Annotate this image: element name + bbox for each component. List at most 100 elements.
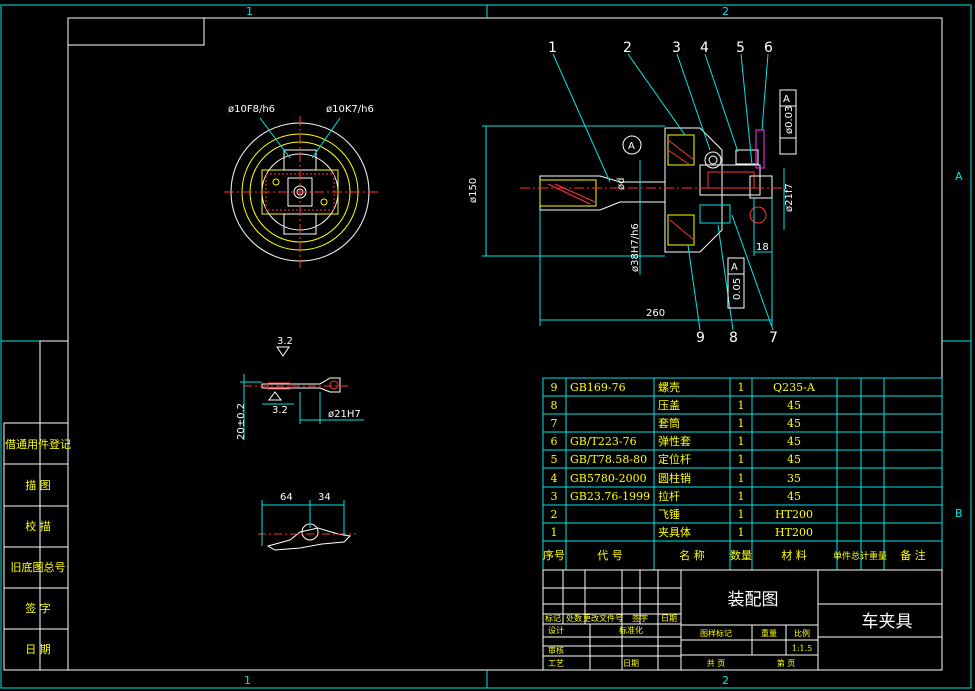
bom-material: Q235-A xyxy=(773,381,816,394)
bom-header-code: 代 号 xyxy=(597,549,623,562)
side-cell-3: 旧底图总号 xyxy=(11,560,66,574)
label-ratio: 比例 xyxy=(794,628,810,638)
bom-material: 35 xyxy=(787,472,801,485)
bom-rows: 9 GB169-76 螺壳 1 Q235-A 8 压盖 1 45 7 套筒 1 … xyxy=(551,380,816,539)
bom-qty: 1 xyxy=(738,472,745,485)
title-block xyxy=(542,569,943,671)
side-column xyxy=(3,340,69,671)
label-sheets: 共 页 xyxy=(707,659,726,668)
bom-material: HT200 xyxy=(775,508,813,521)
bom-row: 5 GB/T78.58-80 定位杆 1 45 xyxy=(551,452,802,466)
bom-no: 6 xyxy=(551,435,558,448)
assembly-view xyxy=(482,53,797,331)
bom-no: 8 xyxy=(551,399,558,412)
bom-material: 45 xyxy=(787,435,801,448)
bom-code: GB5780-2000 xyxy=(570,472,647,485)
datum-a-top: A xyxy=(783,94,790,105)
dim-150: ø150 xyxy=(468,178,479,203)
bom-no: 7 xyxy=(551,417,558,430)
balloon-3: 3 xyxy=(672,40,681,56)
balloon-7: 7 xyxy=(769,330,778,346)
bom-code: GB169-76 xyxy=(570,381,626,394)
zone-top-1: 1 xyxy=(246,5,253,18)
datum-a-bottom: A xyxy=(731,262,738,273)
bom-header-name: 名 称 xyxy=(679,548,705,562)
detail-lever xyxy=(258,500,356,551)
bom-qty: 1 xyxy=(738,399,745,412)
datum-a-circle: A xyxy=(628,141,635,152)
part-name-title: 车夹具 xyxy=(862,612,913,632)
bom-name: 夹具体 xyxy=(658,525,691,539)
bom-row: 9 GB169-76 螺壳 1 Q235-A xyxy=(551,380,816,394)
rev-label-date: 日期 xyxy=(661,614,677,623)
balloon-8: 8 xyxy=(729,330,738,346)
bom-no: 1 xyxy=(551,526,558,539)
bom-no: 9 xyxy=(551,381,558,394)
bom-material: 45 xyxy=(787,417,801,430)
bom-qty: 1 xyxy=(738,490,745,503)
bom-row: 1 夹具体 1 HT200 xyxy=(551,525,813,539)
zone-marks xyxy=(0,4,972,689)
bom-header-row: 序号 代 号 名 称 数量 材 料 单件总计重量 备 注 xyxy=(543,548,926,562)
label-date: 日期 xyxy=(623,659,639,668)
bom-row: 3 GB23.76-1999 拉杆 1 45 xyxy=(551,489,802,503)
zone-bottom-2: 2 xyxy=(722,674,729,687)
rev-label-sign: 签字 xyxy=(632,613,648,623)
title-block-labels: 标记 处数 更改文件号 签字 日期 设计 标准化 审核 工艺 日期 图样标记 重… xyxy=(545,613,812,668)
bom-code: GB/T223-76 xyxy=(570,435,637,448)
bom-header-qty: 数量 xyxy=(730,549,752,562)
bom-name: 压盖 xyxy=(658,398,680,412)
bom-material: HT200 xyxy=(775,526,813,539)
end-view xyxy=(224,116,378,268)
bom-no: 3 xyxy=(551,490,558,503)
rough-top: 3.2 xyxy=(277,336,293,347)
side-cell-1: 描 图 xyxy=(25,478,51,492)
bom-name: 套筒 xyxy=(658,416,680,430)
bom-name: 飞锤 xyxy=(658,507,680,521)
label-stage-mark: 图样标记 xyxy=(700,628,732,638)
rev-label-doc: 更改文件号 xyxy=(583,613,623,623)
bom-row: 6 GB/T223-76 弹性套 1 45 xyxy=(551,434,802,448)
detail-rod xyxy=(240,346,364,440)
dim-18: 18 xyxy=(756,242,769,253)
rev-label-mark: 标记 xyxy=(545,613,561,623)
bom-qty: 1 xyxy=(738,435,745,448)
balloon-6: 6 xyxy=(764,40,773,56)
label-design: 设计 xyxy=(548,625,564,635)
bom-code: GB23.76-1999 xyxy=(570,490,650,503)
dim-fit-right: ø10K7/h6 xyxy=(326,104,374,115)
side-cell-5: 日 期 xyxy=(25,643,51,656)
bom-qty: 1 xyxy=(738,381,745,394)
dim-d: ød xyxy=(616,178,627,190)
bom-row: 8 压盖 1 45 xyxy=(551,398,802,412)
dim-21f7: ø21f7 xyxy=(784,183,795,212)
bom-material: 45 xyxy=(787,453,801,466)
bom-header-remark: 备 注 xyxy=(900,548,926,562)
bom-row: 4 GB5780-2000 圆柱销 1 35 xyxy=(551,471,802,485)
bom-qty: 1 xyxy=(738,453,745,466)
bom-material: 45 xyxy=(787,490,801,503)
bom-row: 7 套筒 1 45 xyxy=(551,416,802,430)
rough-bottom: 3.2 xyxy=(272,405,288,416)
bom-code: GB/T78.58-80 xyxy=(570,453,647,466)
sheet-border xyxy=(67,17,943,671)
dim-fit-38: ø38H7/h6 xyxy=(630,223,641,272)
bom-header-material: 材 料 xyxy=(781,548,807,562)
zone-bottom-1: 1 xyxy=(244,674,251,687)
bom-name: 螺壳 xyxy=(658,380,680,394)
bom-name: 圆柱销 xyxy=(658,471,691,485)
label-process: 工艺 xyxy=(548,659,564,668)
bom-qty: 1 xyxy=(738,417,745,430)
label-weight: 重量 xyxy=(761,628,777,638)
zone-right-b: B xyxy=(955,507,963,520)
label-standardize: 标准化 xyxy=(619,625,643,635)
dim-21h7: ø21H7 xyxy=(328,409,361,420)
tol-003: ø0.03 xyxy=(784,106,795,134)
dim-260: 260 xyxy=(646,308,665,319)
bom-name: 弹性套 xyxy=(658,434,691,448)
bom-material: 45 xyxy=(787,399,801,412)
bom-qty: 1 xyxy=(738,508,745,521)
bom-name: 拉杆 xyxy=(658,489,680,503)
bom-no: 2 xyxy=(551,508,558,521)
side-cell-4: 签 字 xyxy=(25,601,51,615)
